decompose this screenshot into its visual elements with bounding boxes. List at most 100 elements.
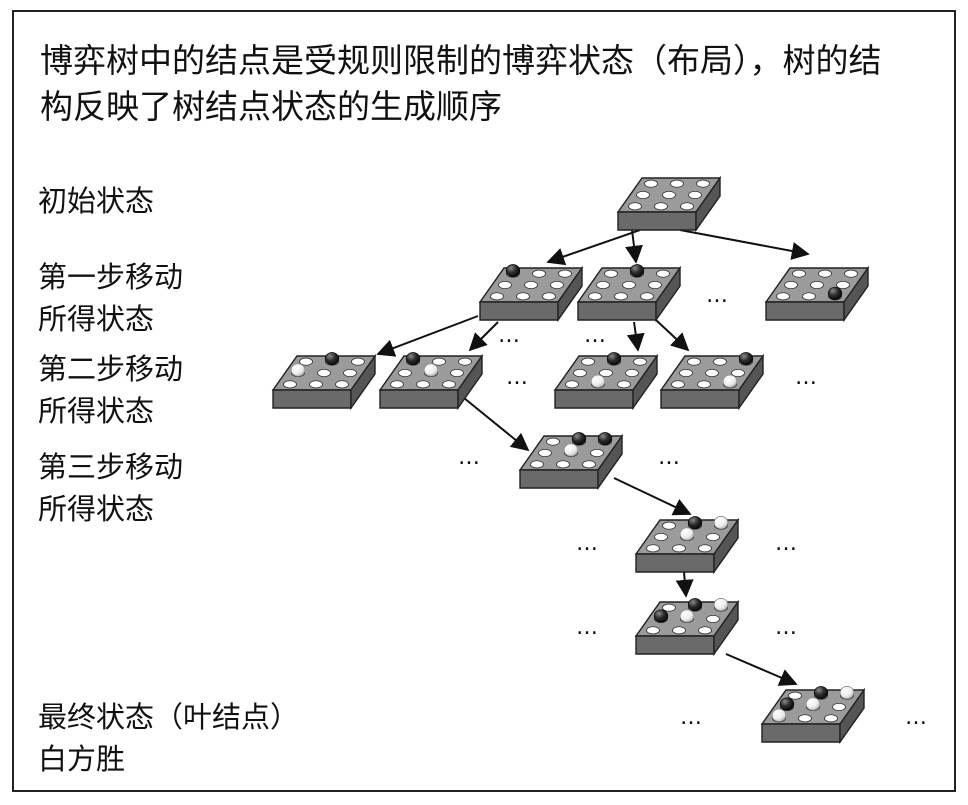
board-hole — [343, 368, 357, 377]
level-label-step3: 第三步移动 所得状态 — [38, 446, 183, 530]
black-piece — [597, 432, 613, 446]
board-hole — [688, 190, 702, 199]
board-final — [760, 686, 866, 745]
board-hole — [713, 357, 727, 366]
board-hole — [622, 280, 636, 289]
level-label-final-line1: 最终状态（叶结点） — [38, 700, 300, 734]
board-side-face — [738, 353, 764, 411]
board-hole — [798, 714, 812, 723]
board-hole — [573, 368, 587, 377]
tree-edge-arrow — [463, 397, 530, 452]
board-hole — [662, 521, 676, 530]
level-label-step2: 第二步移动 所得状态 — [38, 348, 183, 432]
board-side-face — [557, 265, 583, 323]
tree-edge-arrow — [613, 477, 692, 516]
white-piece — [590, 374, 606, 388]
board-front-face — [635, 553, 715, 573]
board-hole — [398, 368, 412, 377]
board-hole — [628, 202, 642, 211]
board-hole — [317, 368, 331, 377]
tree-boards — [271, 175, 870, 745]
level-label-step3-line2: 所得状态 — [38, 492, 155, 526]
ellipsis-marker: … — [584, 323, 606, 348]
board-hole — [335, 380, 349, 389]
ellipsis-marker: … — [680, 705, 702, 730]
tree-edge-arrow — [725, 653, 798, 686]
board-hole — [802, 292, 816, 301]
tree-ellipses: ………………………………… — [458, 283, 927, 730]
board-side-face — [632, 353, 658, 411]
board-hole — [698, 626, 712, 635]
board-hole — [654, 533, 668, 542]
board-hole — [680, 202, 694, 211]
board-hole — [498, 280, 512, 289]
tree-edge-arrow — [626, 321, 645, 352]
board-hole — [351, 357, 365, 366]
board-hole — [565, 380, 579, 389]
board-side-face — [350, 353, 376, 411]
board-hole — [416, 380, 430, 389]
level-label-step2-line2: 所得状态 — [38, 394, 155, 428]
board-hole — [442, 380, 456, 389]
black-piece — [571, 432, 587, 446]
board-hole — [662, 190, 676, 199]
board-hole — [636, 190, 650, 199]
board-hole — [558, 269, 572, 278]
level-label-step1-line2: 所得状态 — [38, 302, 155, 336]
board-hole — [697, 380, 711, 389]
white-piece — [679, 527, 695, 541]
board-hole — [687, 357, 701, 366]
board-hole — [824, 714, 838, 723]
board-hole — [706, 615, 720, 624]
ellipsis-marker: … — [706, 283, 728, 308]
level-label-final-line2: 白方胜 — [38, 742, 126, 776]
board-step2-c — [553, 352, 659, 411]
board-hole — [617, 380, 631, 389]
board-hole — [390, 380, 404, 389]
board-initial — [616, 175, 722, 233]
ellipsis-marker: … — [576, 615, 598, 640]
board-hole — [818, 269, 832, 278]
white-piece — [679, 609, 695, 623]
black-piece — [606, 352, 622, 366]
ellipsis-marker: … — [795, 365, 817, 390]
black-piece — [827, 286, 843, 300]
tree-edge-arrow — [625, 229, 643, 264]
board-front-face — [660, 389, 740, 409]
board-hole — [832, 703, 846, 712]
board-front-face — [765, 301, 845, 321]
board-hole — [588, 292, 602, 301]
board-hole — [596, 280, 610, 289]
board-step5 — [634, 598, 740, 657]
board-hole — [648, 280, 662, 289]
board-hole — [792, 269, 806, 278]
black-piece — [779, 697, 795, 711]
board-front-face — [519, 469, 599, 489]
black-piece — [687, 516, 703, 530]
ellipsis-marker: … — [458, 445, 480, 470]
board-side-face — [597, 433, 623, 491]
ellipsis-marker: … — [658, 445, 680, 470]
board-step1-b — [576, 264, 682, 323]
board-hole — [731, 368, 745, 377]
board-hole — [530, 460, 544, 469]
level-label-step3-line1: 第三步移动 — [38, 450, 184, 484]
tree-edges — [376, 229, 810, 686]
board-hole — [644, 179, 658, 188]
black-piece — [629, 264, 645, 278]
black-piece — [405, 352, 421, 366]
board-hole — [625, 368, 639, 377]
black-piece — [505, 264, 521, 278]
ellipsis-marker: … — [576, 531, 598, 556]
white-piece — [563, 443, 579, 457]
board-hole — [546, 437, 560, 446]
white-piece — [423, 363, 439, 377]
ellipsis-marker: … — [506, 365, 528, 390]
black-piece — [653, 609, 669, 623]
board-hole — [633, 357, 647, 366]
white-piece — [839, 686, 855, 700]
board-front-face — [635, 635, 715, 655]
board-hole — [696, 179, 710, 188]
board-hole — [671, 380, 685, 389]
